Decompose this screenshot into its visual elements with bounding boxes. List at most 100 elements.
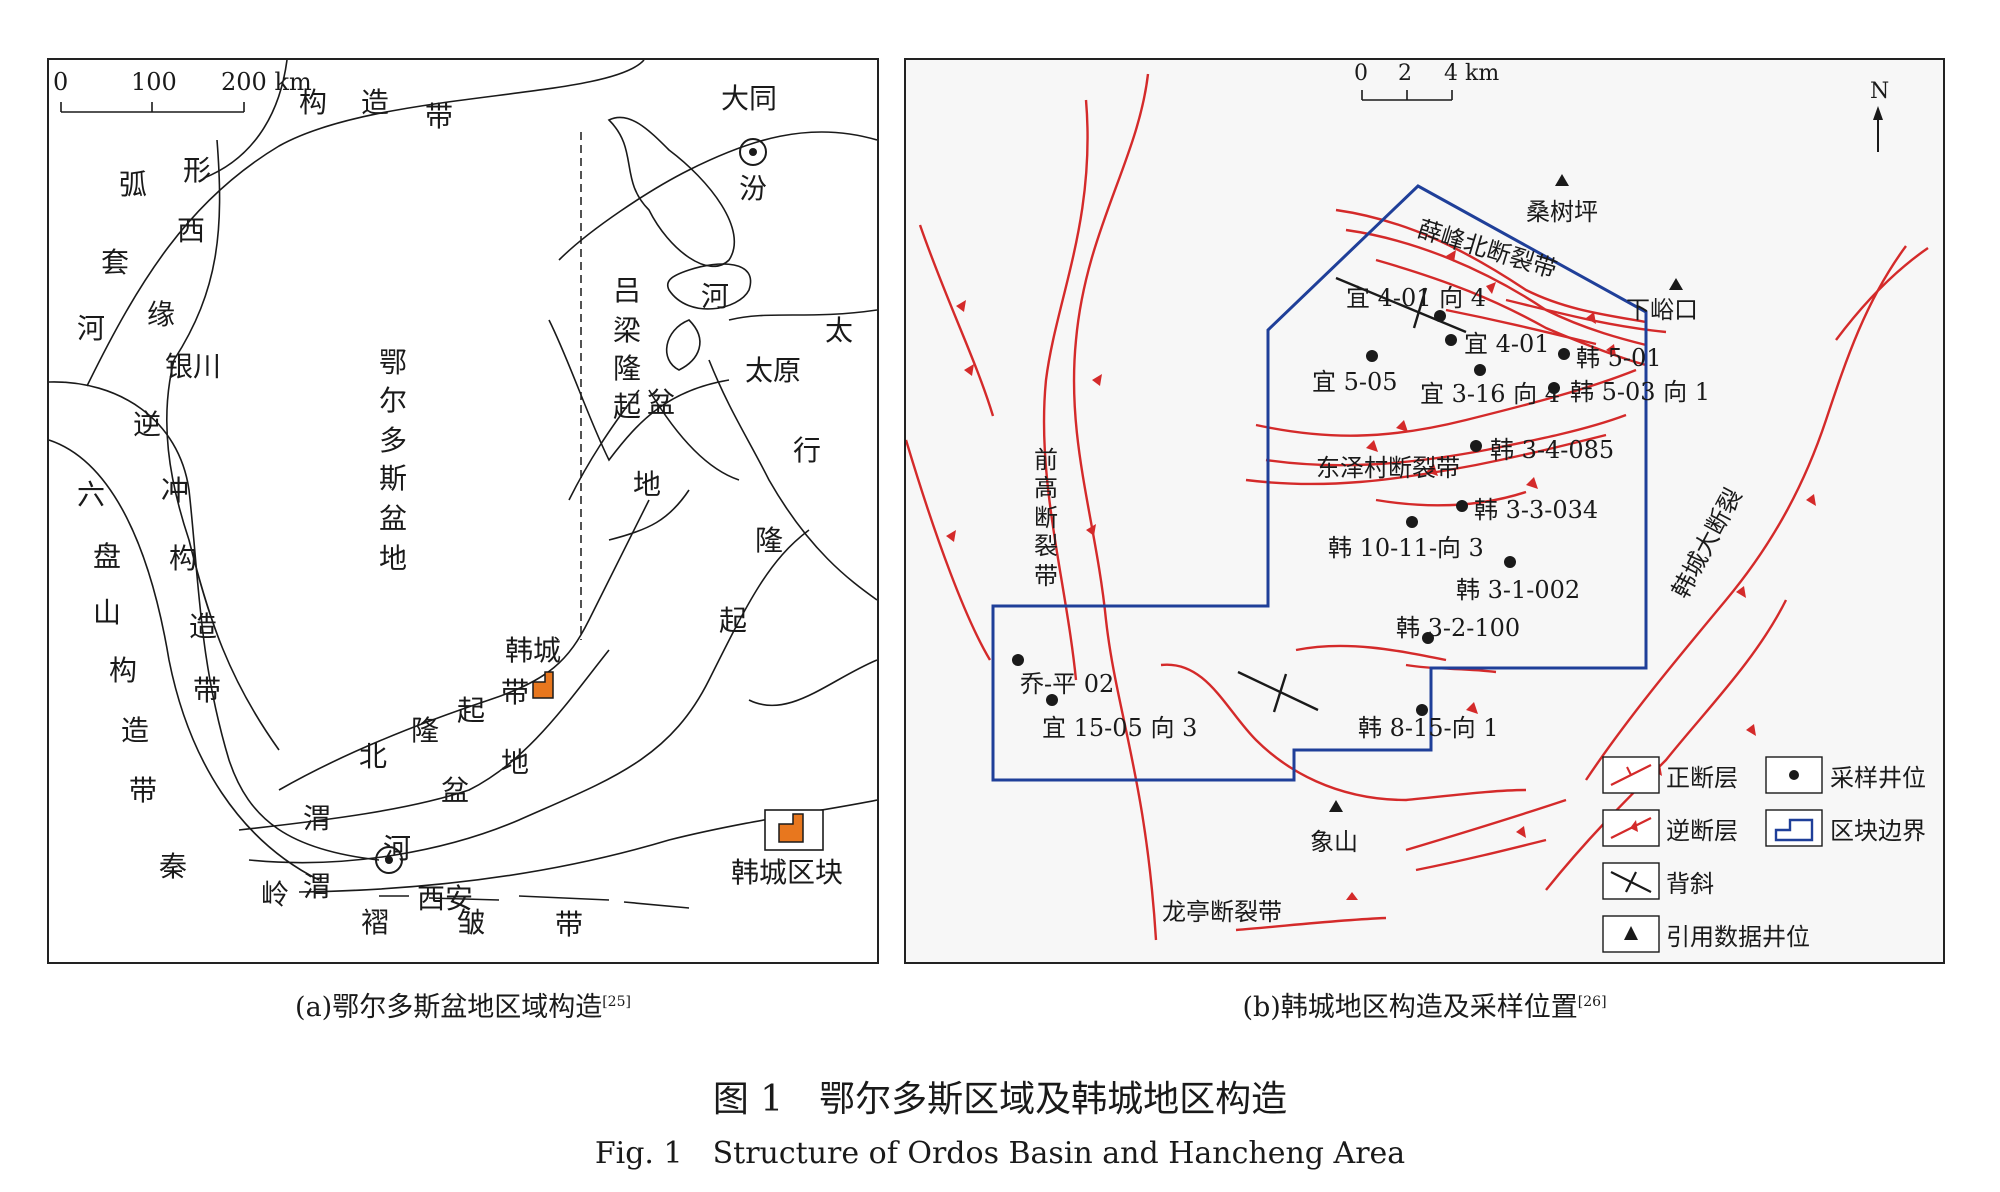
label-liupan-6: 带 (129, 774, 157, 807)
well-han-3-4-085-icon (1470, 440, 1482, 452)
label-weibei-1: 渭 (303, 802, 331, 835)
datong-city-icon (739, 138, 767, 166)
well-label-han-3-2-100: 韩 3-2-100 (1396, 614, 1520, 642)
label-fenhe-pen: 盆 (647, 386, 675, 419)
well-label-yi-15-05: 宜 15-05 向 3 (1042, 714, 1197, 742)
place-xiayukou: 下峪口 (1626, 296, 1698, 324)
scale-b-tick-4: 4 km (1444, 61, 1499, 86)
label-liupan-5: 造 (121, 714, 149, 747)
well-label-han-5-03: 韩 5-03 向 1 (1570, 378, 1710, 406)
anticline-icon-south (1237, 670, 1319, 713)
label-lvliang-2: 梁 (613, 314, 641, 347)
well-label-han-10-11: 韩 10-11-向 3 (1328, 534, 1484, 562)
well-label-han-3-3-034: 韩 3-3-034 (1474, 496, 1598, 524)
anticline-icon-north (1335, 276, 1467, 334)
fault-hancheng-2 (1545, 599, 1788, 891)
well-label-yi-3-16: 宜 3-16 向 4 (1420, 380, 1560, 408)
label-west-edge-6: 构 (169, 542, 197, 575)
label-weihe-1: 渭 (303, 870, 331, 903)
label-ordos-1: 鄂 (379, 346, 407, 379)
fenhe-basin-shape-1 (607, 116, 735, 268)
fault-zone-qiangao-5: 带 (1034, 562, 1058, 590)
label-taihang-4: 起 (719, 604, 747, 637)
hancheng-block-icon (532, 671, 554, 699)
figure-title-en: Fig. 1 Structure of Ordos Basin and Hanc… (594, 1136, 1406, 1171)
well-label-yi-4-01: 宜 4-01 (1464, 330, 1550, 358)
fenhe-basin-shape-2 (667, 263, 752, 310)
label-arc-belt-2: 构 (299, 86, 327, 119)
well-yi-3-16-icon (1474, 364, 1486, 376)
well-label-han-3-1-002: 韩 3-1-002 (1456, 576, 1580, 604)
label-west-edge-5: 冲 (161, 474, 189, 507)
fenhe-basin-shape-3 (665, 319, 701, 371)
label-taihang-2: 行 (793, 434, 821, 467)
sample-well-points (1012, 310, 1570, 716)
fault-zone-qiangao-2: 高 (1034, 474, 1058, 502)
well-han-3-3-034-icon (1456, 500, 1468, 512)
label-hetao-1: 河 (77, 312, 105, 345)
north-arrow-icon (1873, 106, 1883, 152)
hancheng-map: 0 2 4 km N (906, 61, 1929, 953)
label-qinling-3: 褶 (361, 906, 389, 939)
legend-sample-well-icon (1789, 770, 1799, 780)
fault-dongzecun-1 (1255, 368, 1637, 437)
well-han-10-11-icon (1406, 516, 1418, 528)
fault-dongzecun-2 (1265, 413, 1627, 467)
caption-b-text: (b)韩城地区构造及采样位置 (1242, 992, 1578, 1023)
scale-tick-0: 0 (53, 68, 68, 96)
scale-b-tick-2: 2 (1398, 61, 1412, 86)
well-han-8-15-icon (1416, 704, 1428, 716)
well-yi-15-05-icon (1046, 694, 1058, 706)
label-liupan-2: 盘 (93, 540, 121, 573)
scale-bar (60, 102, 245, 113)
legend-block-boundary-icon (1774, 818, 1814, 842)
place-xiangshan: 象山 (1310, 828, 1358, 856)
well-han-5-03-icon (1548, 382, 1560, 394)
west-edge-divider (173, 139, 221, 361)
fault-w1 (918, 224, 995, 417)
caption-a-ref: [25] (602, 994, 631, 1010)
panel-ordos-regional: 0 100 200 km 形 构 造 带 弧 套 河 西 缘 银川 逆 冲 构 … (47, 58, 879, 964)
well-label-yi-4-01-xiang4: 宜 4-01 向 4 (1346, 284, 1486, 312)
weihe-basin-north-line (238, 649, 610, 831)
scale-b-tick-0: 0 (1354, 61, 1368, 86)
liupanshan-west-line (49, 439, 320, 881)
fault-se-2 (1415, 838, 1547, 872)
fenhe-south-line (568, 389, 640, 501)
fault-zone-hancheng: 韩城大断裂 (1667, 484, 1748, 603)
label-west-edge-7: 造 (189, 610, 217, 643)
label-hancheng-block-legend: 韩城区块 (731, 856, 843, 889)
fault-hancheng-3 (1835, 247, 1929, 341)
well-label-yi-5-05: 宜 5-05 (1312, 368, 1398, 396)
well-han-3-1-002-icon (1504, 556, 1516, 568)
fault-south-arc (1160, 663, 1527, 802)
label-taihang-1: 太 (825, 314, 853, 347)
label-liupan-4: 构 (109, 654, 137, 687)
label-qinling-2: 岭 (261, 878, 289, 911)
label-west-edge-8: 带 (193, 674, 221, 707)
fault-zone-qiangao-4: 裂 (1034, 532, 1058, 560)
label-arc-belt-3: 造 (361, 86, 389, 119)
xian-city-icon (375, 846, 403, 874)
well-yi-4-01-icon (1445, 334, 1457, 346)
qinling-fold-dashes (379, 895, 690, 909)
label-fenhe-he: 河 (701, 280, 729, 313)
label-liupan-1: 六 (77, 478, 105, 511)
label-weihe-3: 盆 (441, 774, 469, 807)
legend-anticline-label: 背斜 (1666, 870, 1714, 898)
fault-w2 (906, 439, 992, 661)
taihang-south-line (708, 359, 877, 601)
label-west-edge-3: 银川 (165, 350, 221, 383)
fenhe-east-line (608, 489, 690, 541)
legend-block-icon (778, 813, 804, 843)
yinchuan-thrust-line (166, 359, 280, 751)
label-weibei-2: 北 (359, 740, 387, 773)
well-han-3-2-100-icon (1422, 632, 1434, 644)
legend-normal-fault-label: 正断层 (1666, 764, 1738, 792)
well-yi-5-05-icon (1366, 350, 1378, 362)
label-ordos-4: 斯 (379, 462, 407, 495)
cited-wells (1329, 174, 1683, 812)
label-fenhe-di: 地 (633, 468, 661, 501)
xiayukou-well-icon (1669, 278, 1683, 290)
label-lvliang-4: 起 (613, 390, 641, 423)
